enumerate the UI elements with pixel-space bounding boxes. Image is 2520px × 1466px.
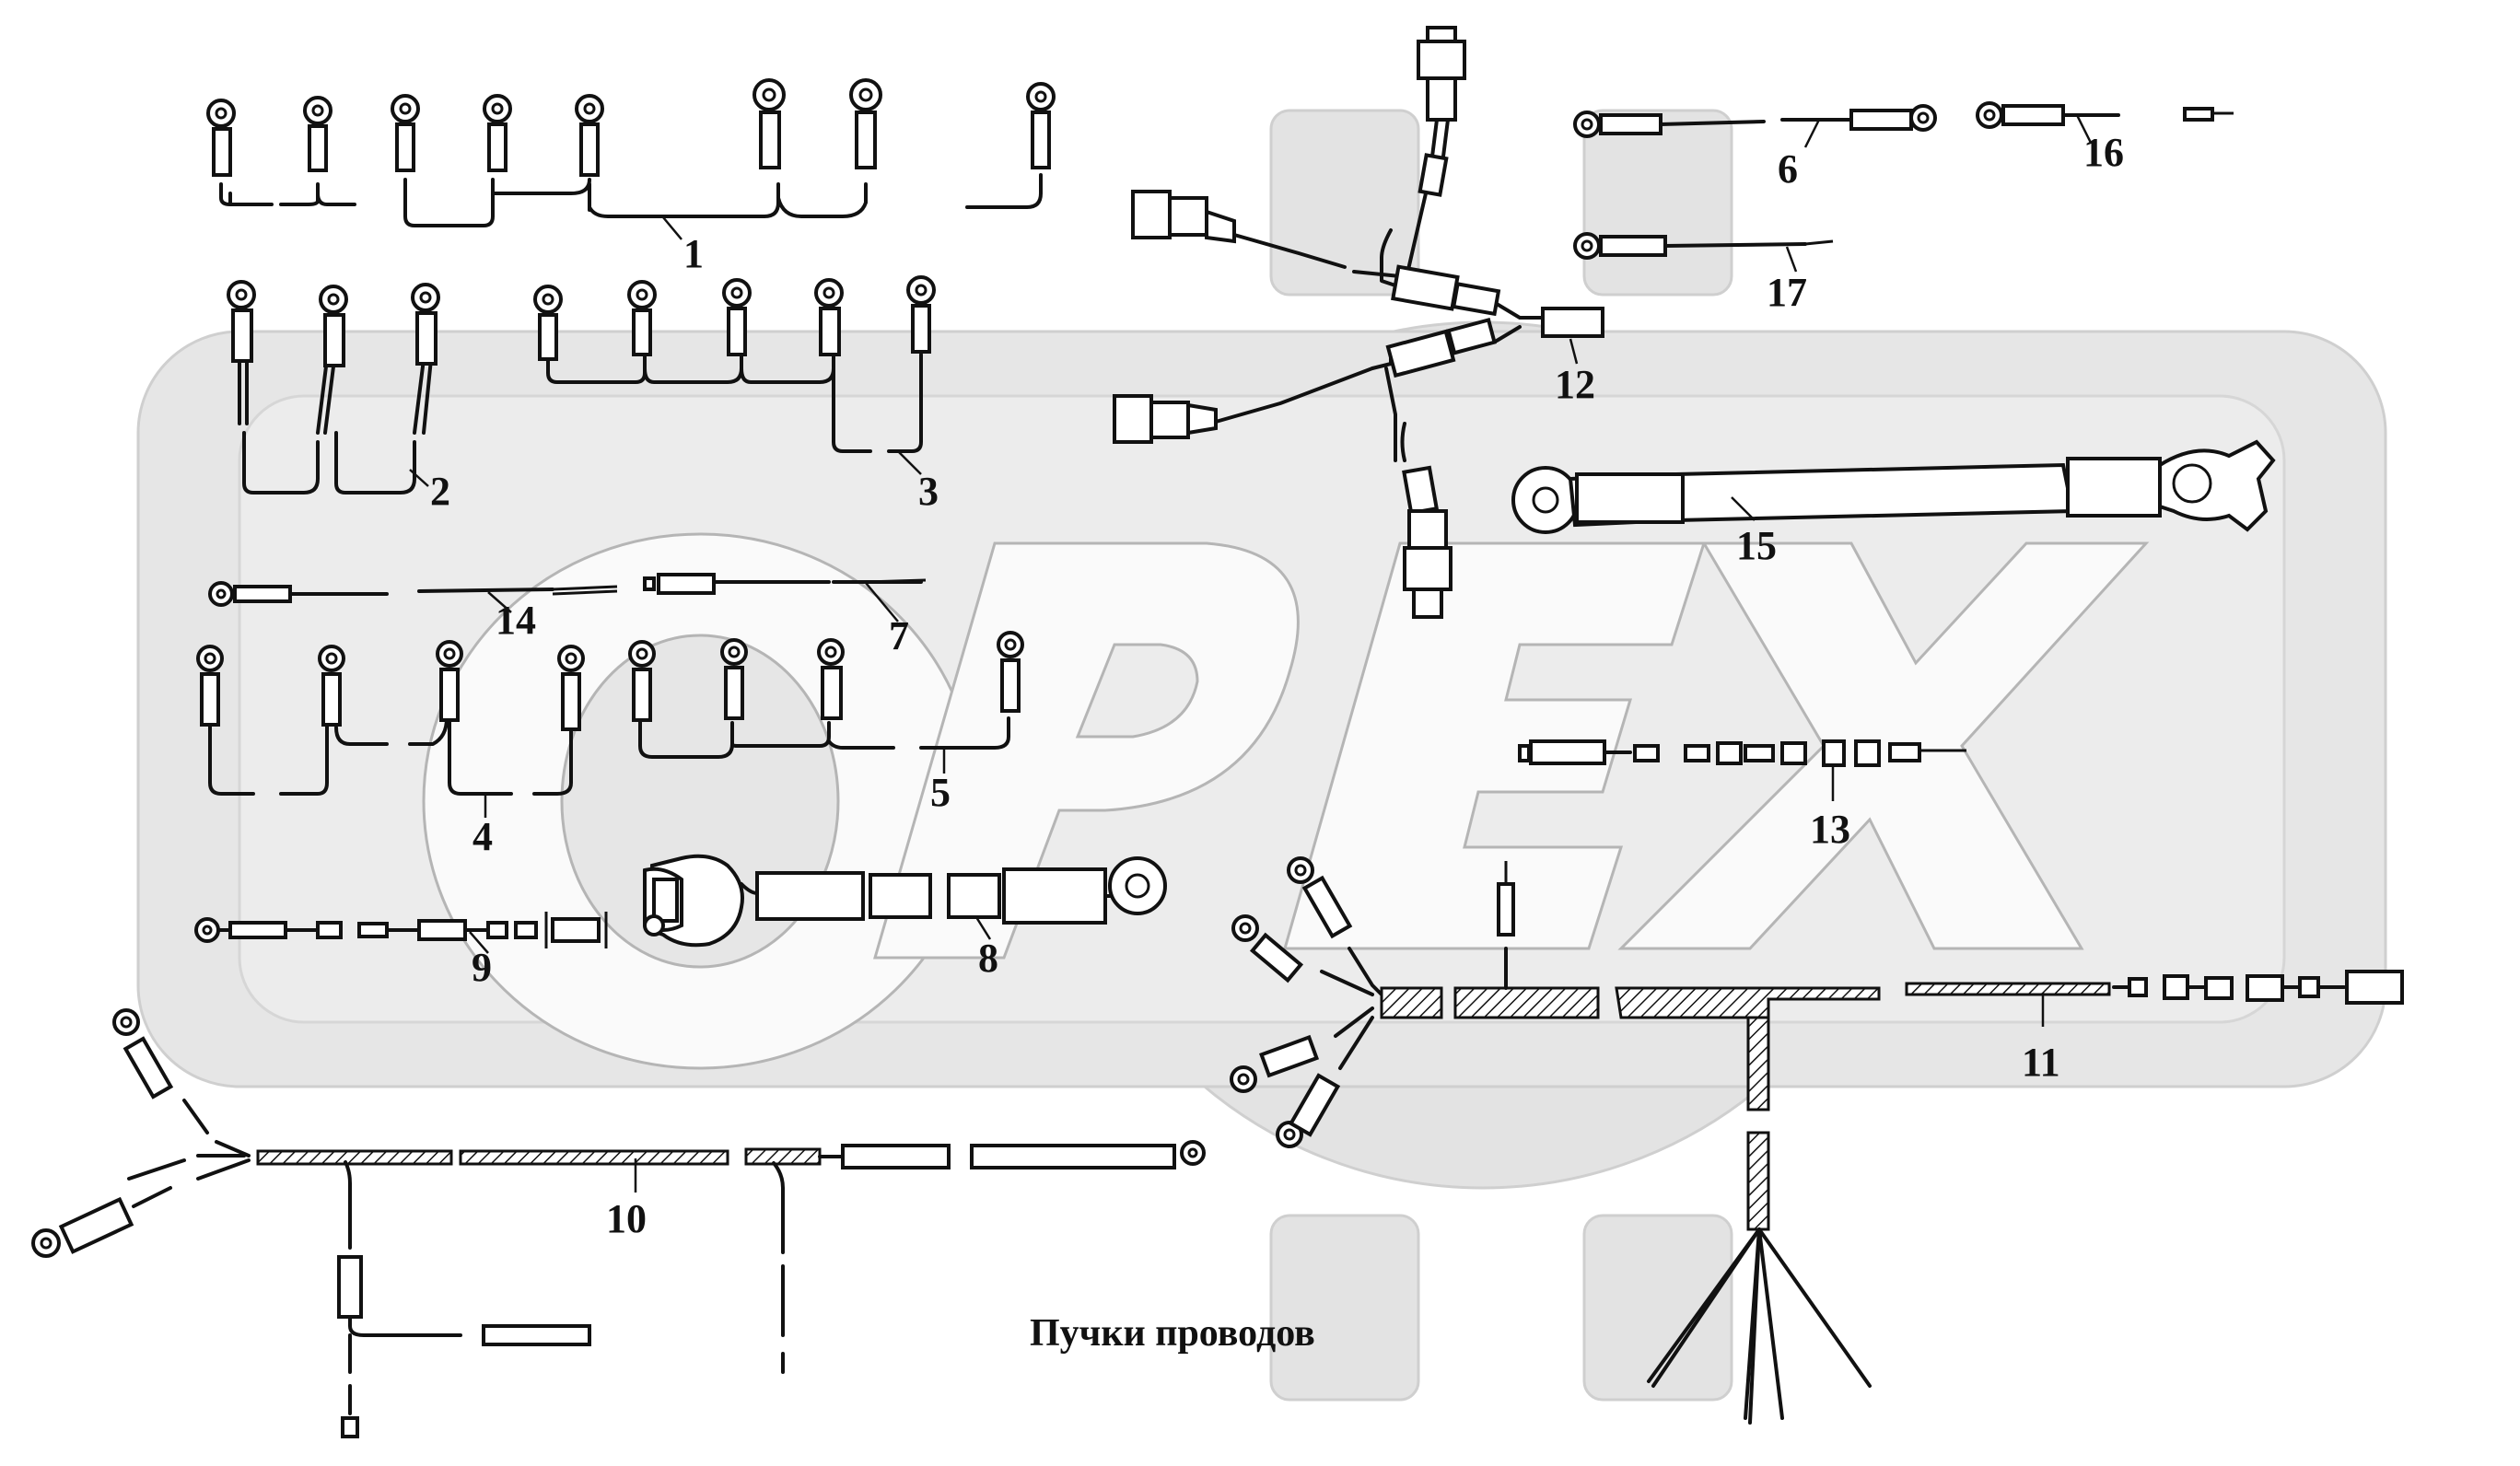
label-16: 16: [2083, 130, 2124, 175]
label-12: 12: [1555, 362, 1595, 407]
harness-3: [533, 275, 936, 475]
harness-9: [194, 912, 608, 954]
label-13: 13: [1810, 807, 1850, 852]
harness-4: [196, 640, 585, 818]
watermark-letter-x: [1617, 541, 2150, 950]
label-10: 10: [606, 1196, 647, 1241]
watermark-letter-e: [1283, 541, 1707, 950]
label-15: 15: [1736, 523, 1777, 568]
label-9: 9: [472, 945, 492, 990]
harness-7: [643, 573, 927, 622]
diagram-caption: Пучки проводов: [1030, 1312, 1315, 1355]
harness-15: [1511, 439, 2276, 534]
label-14: 14: [496, 598, 536, 643]
label-3: 3: [918, 469, 939, 514]
harness-1-lugs: [206, 78, 1056, 177]
watermark-logo: [136, 109, 2387, 1402]
label-7: 7: [889, 613, 909, 658]
harness-14: [208, 581, 618, 613]
label-4: 4: [472, 814, 493, 859]
label-6: 6: [1778, 146, 1798, 192]
harness-17: [1573, 232, 1834, 273]
harness-5: [628, 631, 1024, 774]
harness-10: [31, 1008, 1206, 1438]
harness-16: [1976, 101, 2234, 144]
label-11: 11: [2022, 1040, 2060, 1085]
watermark-letter-p: [873, 541, 1300, 960]
label-5: 5: [930, 770, 951, 815]
harness-8: [643, 854, 1167, 948]
harness-6: [1573, 104, 1937, 148]
label-2: 2: [430, 469, 450, 514]
harness-1: [206, 78, 1056, 240]
part-number-labels: 1 2 3 4 5 6 7 8 9 10 11 12 13 14 15 16 1…: [430, 130, 2124, 1241]
harness-12: [1113, 26, 1604, 619]
harness-2: [227, 280, 440, 494]
harness-13: [1518, 739, 1966, 801]
label-1: 1: [683, 231, 704, 276]
label-8: 8: [978, 936, 998, 981]
harness-11: [1230, 856, 2404, 1425]
label-17: 17: [1767, 270, 1807, 315]
